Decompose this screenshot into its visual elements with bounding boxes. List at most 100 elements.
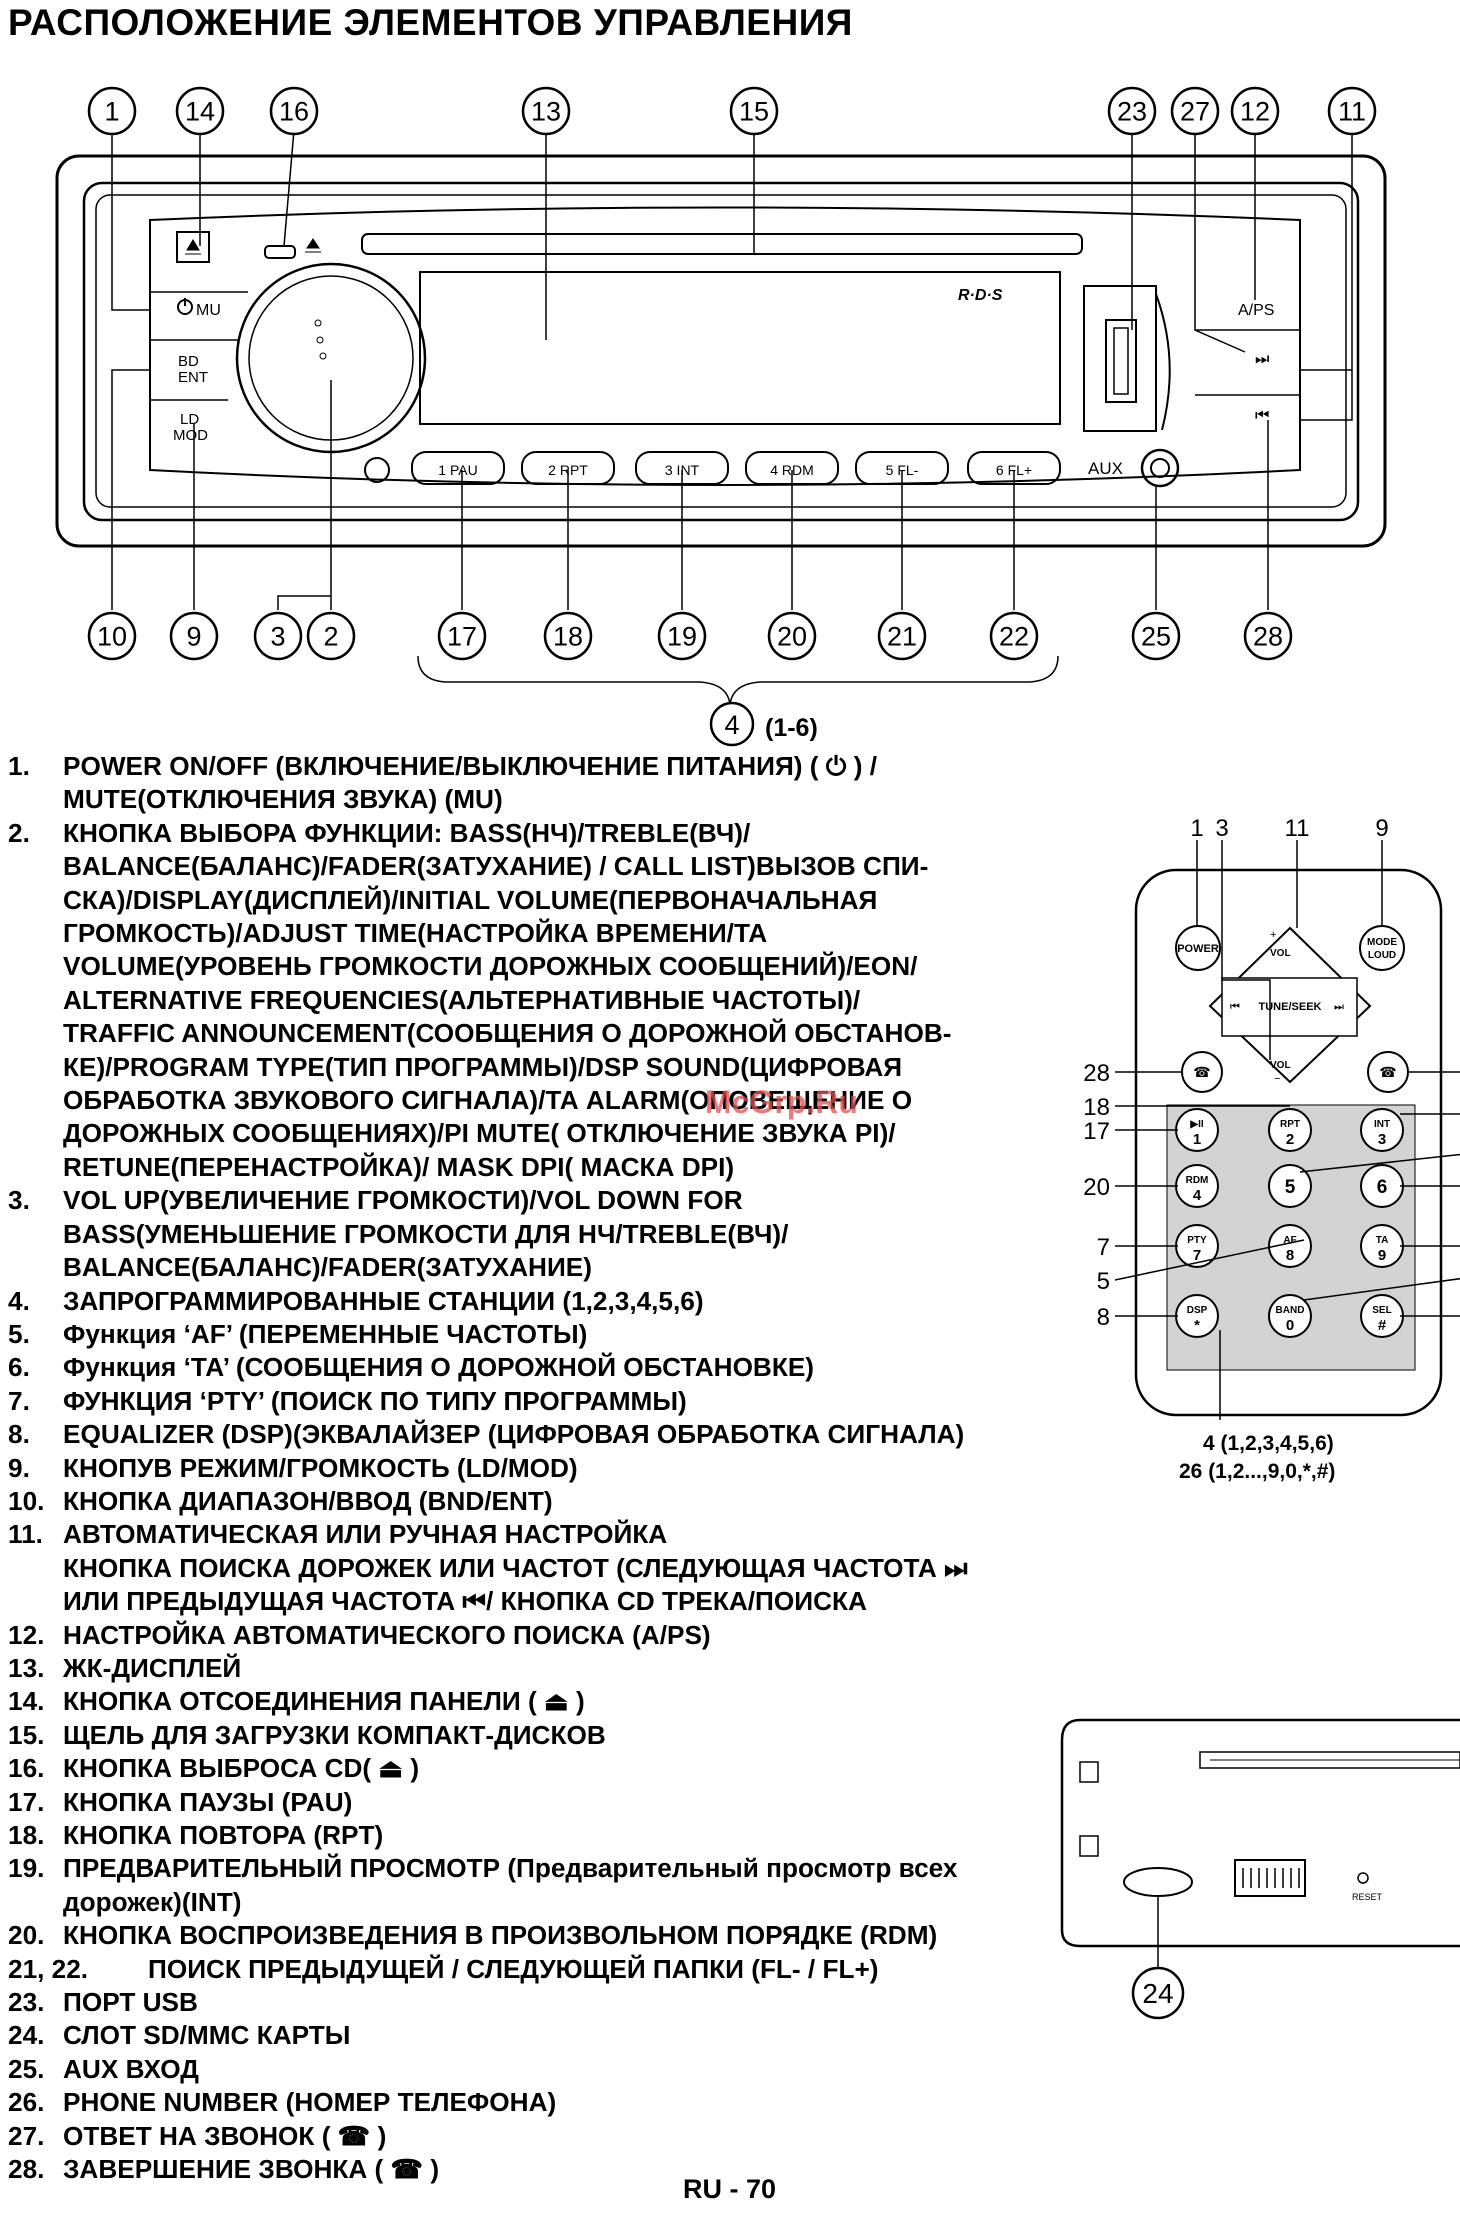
aux-label: AUX <box>1088 459 1123 478</box>
legend-item-continuation: MUTE(ОТКЛЮЧЕНИЯ ЗВУКА) (MU) <box>63 784 503 815</box>
remote-key-label: DSP <box>1187 1305 1208 1316</box>
legend-item-number: 24. <box>8 2020 45 2051</box>
legend-item-text: PHONE NUMBER (НОМЕР ТЕЛЕФОНА) <box>63 2087 557 2118</box>
remote-key-number: 5 <box>1285 1177 1296 1198</box>
callout-28-circle <box>1243 611 1293 661</box>
callout-4: 4 <box>724 710 739 740</box>
remote-key-label: BAND <box>1276 1305 1305 1316</box>
callout-4-range: (1-6) <box>765 714 818 742</box>
remote-answer-icon: ☎ <box>1379 1064 1396 1080</box>
legend-item: 23.ПОРТ USB <box>8 1986 1048 2019</box>
legend-item-number: 8. <box>8 1419 30 1450</box>
legend-item: 1.POWER ON/OFF (ВКЛЮЧЕНИЕ/ВЫКЛЮЧЕНИЕ ПИТ… <box>8 750 1048 783</box>
remote-key-number: # <box>1378 1317 1387 1334</box>
legend-item: 12.НАСТРОЙКА АВТОМАТИЧЕСКОГО ПОИСКА (A/P… <box>8 1619 1048 1652</box>
legend-item-continuation: СКА)/DISPLAY(ДИСПЛЕЙ)/INITIAL VOLUME(ПЕР… <box>63 884 878 915</box>
callout-25: 25 <box>1141 622 1171 652</box>
legend-item-text: КНОПКА ПАУЗЫ (PAU) <box>63 1786 353 1817</box>
legend-item: 11.АВТОМАТИЧЕСКАЯ ИЛИ РУЧНАЯ НАСТРОЙКА <box>8 1518 1048 1551</box>
remote-callout-11: 11 <box>1285 815 1310 842</box>
legend-item-text: ПОРТ USB <box>63 1987 198 2018</box>
legend-item-number: 6. <box>8 1352 30 1383</box>
legend-item-text: КНОПКА ВЫБОРА ФУНКЦИИ: BASS(НЧ)/TREBLE(В… <box>63 817 751 848</box>
remote-caption-2: 26 (1,2...,9,0,*,#) <box>1179 1460 1335 1483</box>
remote-caption-1: 4 (1,2,3,4,5,6) <box>1203 1432 1334 1455</box>
legend-item: 16.КНОПКА ВЫБРОСА CD( ⏏ ) <box>8 1752 1048 1785</box>
legend-item: 10.КНОПКА ДИАПАЗОН/ВВОД (BND/ENT) <box>8 1485 1048 1518</box>
legend-item: 19.ПРЕДВАРИТЕЛЬНЫЙ ПРОСМОТР (Предварител… <box>8 1852 1048 1885</box>
legend-item: 6.Функция ‘ТА’ (СООБЩЕНИЯ О ДОРОЖНОЙ ОБС… <box>8 1351 1048 1384</box>
legend-item: 28.ЗАВЕРШЕНИЕ ЗВОНКА ( ☎ ) <box>8 2153 1048 2186</box>
svg-text:−: − <box>1274 1073 1280 1085</box>
callout-14-circle <box>175 86 225 136</box>
legend-item-number: 4. <box>8 1285 30 1316</box>
callout-2-circle <box>306 611 356 661</box>
legend-item-continuation: ДОРОЖНЫХ СООБЩЕНИЯХ)/PI MUTE( ОТКЛЮЧЕНИЕ… <box>63 1118 896 1149</box>
legend-item-number: 25. <box>8 2053 45 2084</box>
legend-item-continuation: ALTERNATIVE FREQUENCIES(АЛЬТЕРНАТИВНЫЕ Ч… <box>63 984 861 1015</box>
side-view-figure: RESET 24 <box>1060 1718 1460 2020</box>
legend-item-text: КНОПУВ РЕЖИМ/ГРОМКОСТЬ (LD/MOD) <box>63 1452 578 1483</box>
callout-12-circle <box>1230 86 1280 136</box>
legend-item-text: КНОПКА ДИАПАЗОН/ВВОД (BND/ENT) <box>63 1485 553 1516</box>
callout-21-circle <box>877 611 927 661</box>
legend-item-number: 5. <box>8 1318 30 1349</box>
remote-callout-20: 20 <box>1083 1174 1110 1201</box>
callout-15: 15 <box>739 97 769 127</box>
callout-21: 21 <box>887 622 917 652</box>
callout-10-circle <box>87 611 137 661</box>
callout-19: 19 <box>667 622 697 652</box>
callout-9: 9 <box>186 622 201 652</box>
callout-22-circle <box>989 611 1039 661</box>
remote-key-number: 6 <box>1377 1177 1388 1198</box>
remote-key-number: 8 <box>1286 1247 1294 1264</box>
legend-item: 21, 22. ПОИСК ПРЕДЫДУЩЕЙ / СЛЕДУЮЩЕЙ ПАПК… <box>8 1953 1048 1986</box>
remote-loud-label: LOUD <box>1368 950 1396 961</box>
remote-tune-label: TUNE/SEEK <box>1259 1001 1322 1013</box>
controls-legend-list: 1.POWER ON/OFF (ВКЛЮЧЕНИЕ/ВЫКЛЮЧЕНИЕ ПИТ… <box>8 750 1048 2186</box>
callout-24: 24 <box>1142 1978 1173 2009</box>
legend-item-number: 12. <box>8 1619 45 1650</box>
next-icon: ⏭ <box>1255 351 1269 368</box>
callout-13-circle <box>521 86 571 136</box>
legend-item-number: 16. <box>8 1753 45 1784</box>
remote-hangup-icon: ☎ <box>1193 1064 1210 1080</box>
callout-18: 18 <box>553 622 583 652</box>
preset-label-1: 1 PAU <box>438 462 477 478</box>
legend-item-text: ФУНКЦИЯ ‘PTY’ (ПОИСК ПО ТИПУ ПРОГРАММЫ) <box>63 1385 687 1416</box>
remote-vol-down-label: VOL <box>1270 1060 1291 1071</box>
legend-item: 26.PHONE NUMBER (НОМЕР ТЕЛЕФОНА) <box>8 2086 1048 2119</box>
remote-key-label: PTY <box>1187 1235 1207 1246</box>
legend-item-continuation: дорожек)(INT) <box>63 1886 242 1917</box>
aps-label: A/PS <box>1238 302 1274 319</box>
mod-label: MOD <box>173 427 208 444</box>
legend-item-number: 21, 22. <box>8 1953 89 1984</box>
legend-item: 4.ЗАПРОГРАММИРОВАННЫЕ СТАНЦИИ (1,2,3,4,5… <box>8 1285 1048 1318</box>
legend-item: 25.AUX ВХОД <box>8 2053 1048 2086</box>
callout-20-circle <box>767 611 817 661</box>
legend-item-text: ПОИСК ПРЕДЫДУЩЕЙ / СЛЕДУЮЩЕЙ ПАПКИ (FL- … <box>148 1953 879 1984</box>
legend-item-number: 15. <box>8 1719 45 1750</box>
remote-callout-28: 28 <box>1083 1060 1110 1087</box>
remote-key-label: INT <box>1374 1119 1390 1130</box>
callout-3-circle <box>253 611 303 661</box>
legend-item-number: 7. <box>8 1385 30 1416</box>
legend-item-continuation: ИЛИ ПРЕДЫДУЩАЯ ЧАСТОТА ⏮/ КНОПКА CD ТРЕК… <box>63 1586 867 1617</box>
callout-16: 16 <box>279 97 309 127</box>
remote-callout-18: 18 <box>1083 1094 1110 1121</box>
callout-3: 3 <box>270 622 285 652</box>
legend-item: 5.Функция ‘AF’ (ПЕРЕМЕННЫЕ ЧАСТОТЫ) <box>8 1318 1048 1351</box>
legend-item-text: КНОПКА ВОСПРОИЗВЕДЕНИЯ В ПРОИЗВОЛЬНОМ ПО… <box>63 1920 938 1951</box>
legend-item: 13.ЖК-ДИСПЛЕЙ <box>8 1652 1048 1685</box>
remote-vol-up-label: VOL <box>1270 948 1291 959</box>
legend-item-number: 2. <box>8 817 30 848</box>
remote-key-label: RDM <box>1186 1175 1209 1186</box>
rds-logo: R·D·S <box>958 287 1003 304</box>
page-title: РАСПОЛОЖЕНИЕ ЭЛЕМЕНТОВ УПРАВЛЕНИЯ <box>8 2 853 43</box>
remote-key-number: 4 <box>1193 1187 1202 1204</box>
callout-9-circle <box>169 611 219 661</box>
legend-item-text: КНОПКА ПОВТОРА (RPT) <box>63 1820 384 1850</box>
callout-18-circle <box>543 611 593 661</box>
